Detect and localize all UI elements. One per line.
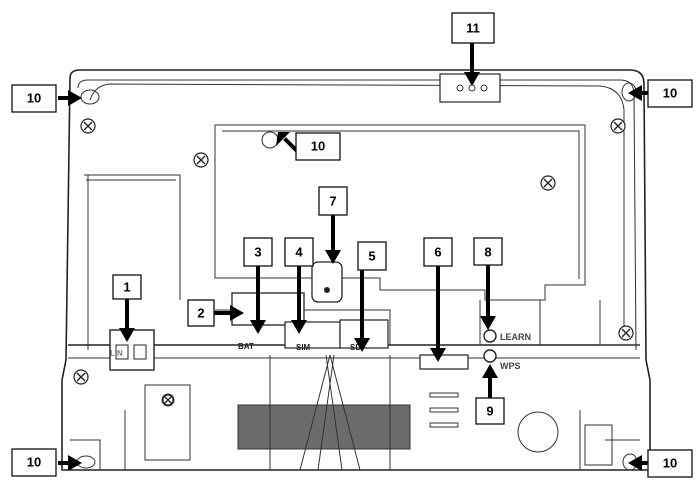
svg-text:9: 9: [486, 404, 493, 419]
wps-label: WPS: [500, 361, 521, 371]
callout-10-top-left: 10: [11, 84, 57, 113]
svg-text:11: 11: [466, 21, 480, 36]
screw-icon: [618, 325, 634, 341]
battery-connector: [231, 292, 305, 326]
callout-10-top-right: 10: [647, 79, 693, 108]
housing-outline: [61, 69, 651, 471]
callout-5: 5: [357, 241, 387, 271]
callout-11: 11: [451, 12, 495, 44]
svg-text:10: 10: [663, 86, 677, 101]
callout-9: 9: [475, 397, 505, 425]
svg-text:10: 10: [27, 91, 41, 106]
callout-10-bottom-right: 10: [647, 449, 693, 478]
sim-label: SIM: [296, 343, 311, 352]
connector-6: [419, 354, 469, 370]
svg-text:10: 10: [27, 455, 41, 470]
wps-button: [483, 349, 497, 363]
tamper-switch: [311, 261, 343, 303]
callouts: 1 2 3 4 5 6 7 8: [11, 12, 693, 478]
learn-button: [483, 329, 497, 343]
screw-icon: [162, 394, 174, 406]
screws: [73, 118, 634, 406]
svg-text:3: 3: [254, 245, 261, 260]
callout-10-bottom-left: 10: [11, 448, 57, 477]
svg-text:4: 4: [295, 245, 303, 260]
mount-hole-mid: [261, 131, 279, 149]
terminal-label: L N: [110, 349, 123, 358]
callout-4: 4: [284, 237, 314, 267]
svg-text:6: 6: [434, 245, 441, 260]
screw-icon: [610, 118, 626, 134]
learn-label: LEARN: [500, 332, 531, 342]
svg-text:5: 5: [368, 249, 375, 264]
callout-6: 6: [423, 237, 453, 267]
callout-2: 2: [187, 299, 215, 327]
callout-10-middle: 10: [295, 132, 341, 161]
svg-text:8: 8: [484, 245, 491, 260]
callout-7: 7: [318, 186, 348, 216]
callout-8: 8: [473, 237, 503, 266]
screw-icon: [73, 369, 89, 385]
callout-arrows: [58, 41, 648, 471]
svg-text:10: 10: [663, 456, 677, 471]
sim-slot: [284, 321, 341, 349]
svg-text:2: 2: [197, 306, 204, 321]
screw-icon: [80, 118, 96, 134]
screw-icon: [193, 152, 209, 168]
callout-1: 1: [112, 274, 142, 300]
mount-hole-tl: [80, 89, 100, 105]
svg-text:7: 7: [329, 194, 336, 209]
callout-3: 3: [243, 237, 273, 267]
sd-label: SD: [350, 343, 361, 352]
bat-label: BAT: [238, 342, 254, 351]
svg-text:10: 10: [311, 139, 325, 154]
svg-text:1: 1: [123, 280, 130, 295]
screw-icon: [540, 175, 556, 191]
speaker: [517, 411, 559, 453]
board-labels: BAT SIM SD LEARN WPS L N: [110, 332, 531, 371]
